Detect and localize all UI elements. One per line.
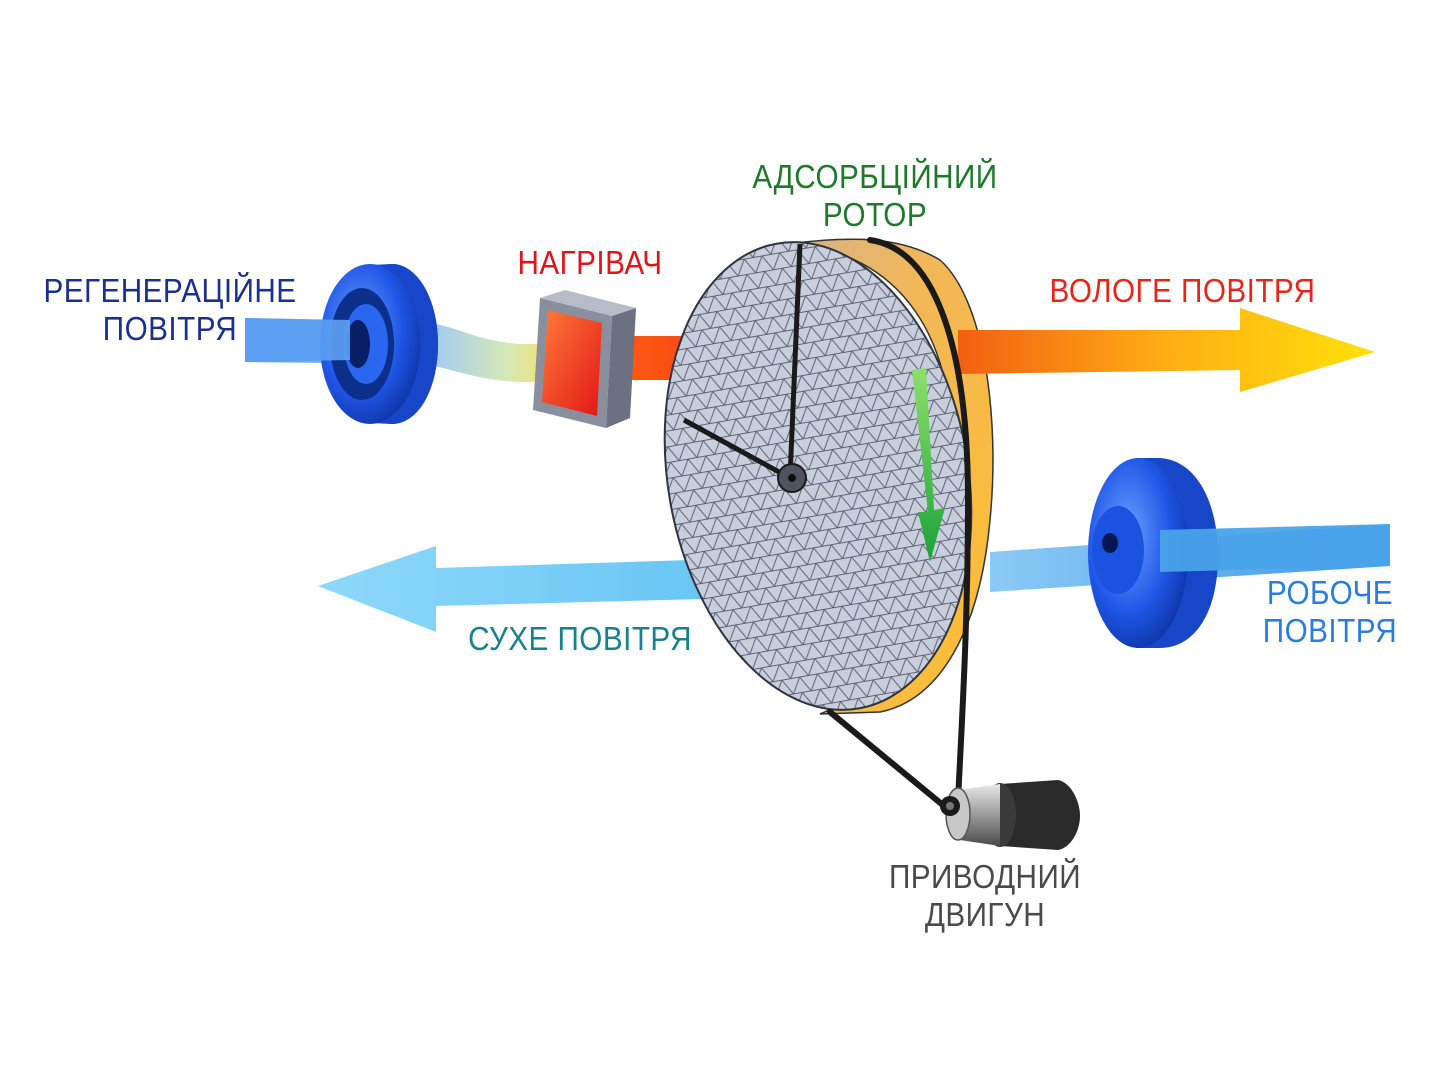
wet-air-arrow [958,308,1375,392]
label-process-air: РОБОЧЕ ПОВІТРЯ [1262,574,1398,649]
label-heater: НАГРІВАЧ [517,244,663,281]
motor-icon [940,780,1080,850]
heater-icon [533,290,636,428]
label-drive-motor: ПРИВОДНИЙ ДВИГУН [888,858,1082,933]
label-wet-air: ВОЛОГЕ ПОВІТРЯ [1049,272,1316,309]
label-regen-air: РЕГЕНЕРАЦІЙНЕ ПОВІТРЯ [43,272,297,347]
regen-fan-icon [320,264,438,424]
label-adsorption-rotor: АДСОРБЦІЙНИЙ РОТОР [752,158,998,233]
rotation-arrow-icon [912,368,945,562]
drive-belt [827,237,972,809]
process-fan-icon [1088,458,1218,648]
label-dry-air: СУХЕ ПОВІТРЯ [468,620,692,657]
